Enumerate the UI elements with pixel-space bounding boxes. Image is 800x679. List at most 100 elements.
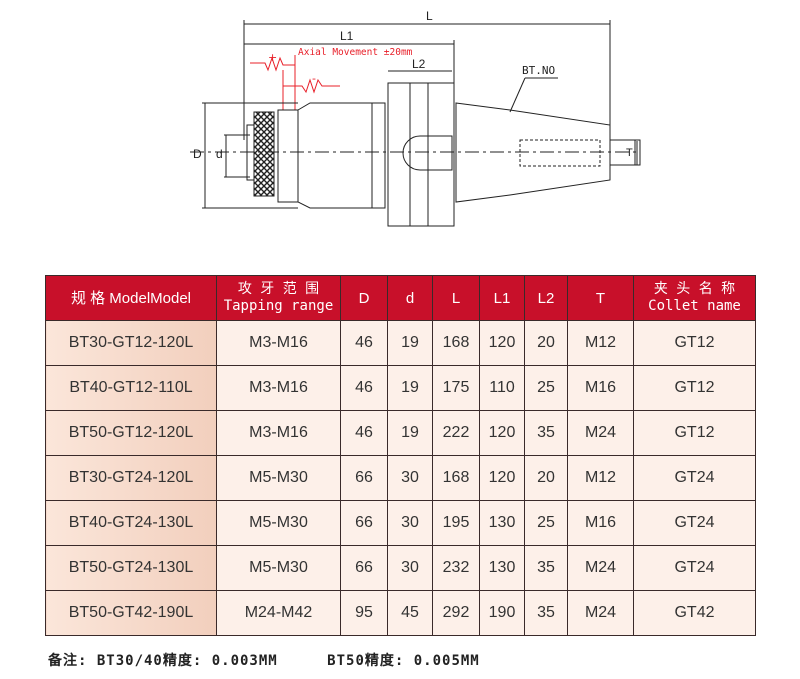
table-cell: GT12	[633, 365, 756, 411]
table-cell: M24	[567, 590, 634, 636]
table-cell: 95	[340, 590, 388, 636]
dimension-L2: L2	[388, 57, 452, 72]
header-text: 规 格 ModelModel	[70, 289, 192, 307]
column-header: L	[432, 275, 480, 321]
dimension-D: D d T	[193, 102, 638, 209]
column-header: d	[387, 275, 433, 321]
column-header: T	[567, 275, 634, 321]
table-cell: 292	[432, 590, 480, 636]
table-cell: 66	[340, 545, 388, 591]
table-cell: 130	[479, 545, 525, 591]
dim-T-label: T	[626, 147, 633, 159]
table-cell: GT42	[633, 590, 756, 636]
minus-sign: -	[312, 72, 316, 85]
header-text: D	[358, 289, 370, 307]
dim-D-label: D	[193, 147, 202, 161]
table-cell: BT30-GT12-120L	[45, 320, 217, 366]
table-cell: M24	[567, 410, 634, 456]
table-cell: 168	[432, 455, 480, 501]
dimension-L: L	[243, 9, 611, 140]
table-cell: 195	[432, 500, 480, 546]
table-cell: 35	[524, 590, 568, 636]
header-text: Collet name	[648, 298, 741, 314]
table-cell: 130	[479, 500, 525, 546]
table-cell: GT12	[633, 320, 756, 366]
table-cell: 120	[479, 455, 525, 501]
header-text: L1	[493, 289, 511, 307]
table-cell: M24-M42	[216, 590, 341, 636]
table-cell: BT50-GT24-130L	[45, 545, 217, 591]
table-cell: M24	[567, 545, 634, 591]
table-cell: 175	[432, 365, 480, 411]
table-cell: 19	[387, 410, 433, 456]
table-cell: 25	[524, 500, 568, 546]
tool-body: BT.NO	[190, 64, 641, 227]
table-cell: 35	[524, 410, 568, 456]
table-cell: M5-M30	[216, 500, 341, 546]
table-cell: 232	[432, 545, 480, 591]
table-cell: BT40-GT24-130L	[45, 500, 217, 546]
header-text: 夹 头 名 称	[653, 281, 736, 297]
table-cell: M5-M30	[216, 545, 341, 591]
table-cell: 30	[387, 500, 433, 546]
precision-note: 备注: BT30/40精度: 0.003MM BT50精度: 0.005MM	[48, 650, 520, 670]
header-text: T	[595, 289, 606, 307]
table-cell: BT50-GT42-190L	[45, 590, 217, 636]
table-cell: 19	[387, 365, 433, 411]
column-header: L1	[479, 275, 525, 321]
plus-sign: +	[268, 51, 277, 64]
dim-L2-label: L2	[412, 57, 426, 71]
table-cell: 25	[524, 365, 568, 411]
table-cell: 168	[432, 320, 480, 366]
note-bt30-40: 备注: BT30/40精度: 0.003MM	[48, 653, 278, 669]
table-cell: M3-M16	[216, 365, 341, 411]
table-cell: M3-M16	[216, 410, 341, 456]
dim-L-label: L	[426, 9, 433, 23]
note-bt50: BT50精度: 0.005MM	[327, 653, 480, 669]
header-text: d	[405, 289, 415, 307]
table-cell: 30	[387, 545, 433, 591]
table-cell: GT24	[633, 455, 756, 501]
dim-L1-label: L1	[340, 29, 354, 43]
bt-no-label: BT.NO	[522, 64, 555, 77]
table-cell: 46	[340, 365, 388, 411]
table-cell: 19	[387, 320, 433, 366]
table-cell: GT24	[633, 500, 756, 546]
table-cell: GT12	[633, 410, 756, 456]
table-cell: GT24	[633, 545, 756, 591]
table-cell: 45	[387, 590, 433, 636]
table-cell: 110	[479, 365, 525, 411]
table-cell: 20	[524, 320, 568, 366]
header-text: L2	[537, 289, 555, 307]
table-cell: 66	[340, 455, 388, 501]
header-text: L	[451, 289, 461, 307]
column-header: 规 格 ModelModel	[45, 275, 217, 321]
tool-holder-drawing: L L1 L2 Axial Movement ±20mm + - BT.NO	[190, 9, 641, 227]
column-header: D	[340, 275, 388, 321]
table-cell: M16	[567, 365, 634, 411]
table-cell: M12	[567, 320, 634, 366]
table-cell: 46	[340, 320, 388, 366]
table-cell: 20	[524, 455, 568, 501]
table-cell: BT40-GT12-110L	[45, 365, 217, 411]
column-header: L2	[524, 275, 568, 321]
table-cell: 66	[340, 500, 388, 546]
dim-d-label: d	[216, 147, 223, 161]
table-cell: BT30-GT24-120L	[45, 455, 217, 501]
table-cell: 190	[479, 590, 525, 636]
table-cell: 35	[524, 545, 568, 591]
header-text: Tapping range	[223, 298, 334, 314]
table-cell: 46	[340, 410, 388, 456]
table-cell: M3-M16	[216, 320, 341, 366]
table-cell: M5-M30	[216, 455, 341, 501]
